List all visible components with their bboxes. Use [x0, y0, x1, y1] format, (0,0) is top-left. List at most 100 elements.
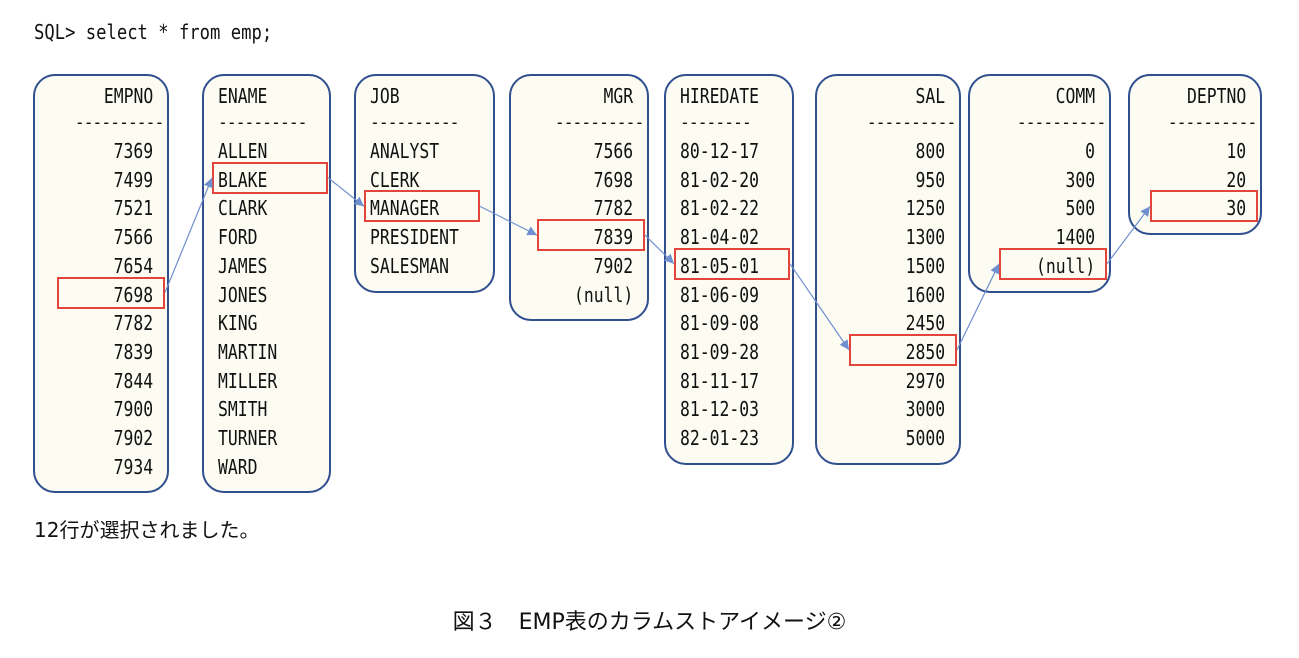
- column-value: 81-12-03: [680, 397, 759, 422]
- column-value: 81-04-02: [680, 225, 759, 250]
- column-value: 7499: [113, 167, 153, 192]
- column-value: ALLEN: [218, 139, 268, 163]
- column-value: 7782: [113, 311, 153, 336]
- column-value: CLERK: [370, 167, 420, 192]
- column-value: TURNER: [218, 426, 278, 450]
- highlight-box-mgr: [537, 219, 645, 252]
- column-value: 7934: [113, 454, 153, 479]
- column-header: JOB: [370, 84, 400, 108]
- column-value: 7902: [113, 426, 153, 450]
- column-header: DEPTNO: [1186, 84, 1246, 108]
- column-value: 7844: [113, 368, 153, 393]
- column-header: COMM: [1055, 84, 1095, 108]
- header-separator: ----------: [554, 112, 643, 133]
- figure-caption: 図３ EMP表のカラムストアイメージ②: [452, 610, 847, 635]
- column-value: FORD: [218, 225, 258, 250]
- column-value: BLAKE: [218, 167, 268, 192]
- column-value: SMITH: [218, 397, 268, 422]
- header-separator: ----------: [370, 112, 459, 133]
- column-box-hiredate: HIREDATE -------- 80-12-17 81-02-20 81-02-22…: [664, 74, 794, 465]
- highlight-box-empno: [57, 276, 165, 309]
- column-value: 2450: [905, 311, 945, 336]
- column-value: 7900: [113, 397, 153, 422]
- column-box-mgr: MGR ---------- 7566 7698 7782 7839 7902 (null): [509, 74, 649, 322]
- column-header: ENAME: [218, 84, 268, 108]
- column-header: EMPNO: [103, 84, 153, 108]
- link-arrow: [644, 234, 675, 265]
- column-value: 7698: [113, 282, 153, 307]
- column-value: 81-09-28: [680, 339, 759, 364]
- column-value: MANAGER: [370, 196, 440, 221]
- column-box-ename: ENAME ---------- ALLEN BLAKE CLARK FORD JAMES J…: [202, 74, 331, 494]
- rows-selected-message: 12行が選択されました。: [34, 518, 260, 542]
- column-value: 5000: [905, 426, 945, 450]
- column-box-job: JOB ---------- ANALYST CLERK MANAGER PRESIDEN…: [354, 74, 495, 293]
- link-arrow: [789, 263, 850, 351]
- column-header: HIREDATE: [680, 84, 759, 108]
- column-value: SALESMAN: [370, 253, 449, 278]
- column-value: JONES: [218, 282, 268, 307]
- column-value: 1600: [905, 282, 945, 307]
- column-value: (null): [573, 282, 633, 307]
- column-value: 500: [1065, 196, 1095, 221]
- header-separator: ----------: [866, 112, 955, 133]
- column-value: 7698: [593, 167, 633, 192]
- column-value: 81-11-17: [680, 368, 759, 393]
- column-value: (null): [1035, 253, 1095, 278]
- column-value: 7902: [593, 253, 633, 278]
- column-value: JAMES: [218, 253, 268, 278]
- column-value: 3000: [905, 397, 945, 422]
- column-value: KING: [218, 311, 258, 336]
- column-value: 81-09-08: [680, 311, 759, 336]
- column-value: WARD: [218, 454, 258, 479]
- column-value: 7782: [593, 196, 633, 221]
- header-separator: ----------: [74, 112, 163, 133]
- column-value: 7839: [113, 339, 153, 364]
- column-value: 0: [1085, 139, 1095, 163]
- column-value: 80-12-17: [680, 139, 759, 163]
- link-arrow: [479, 205, 538, 236]
- highlight-box-job: [364, 190, 480, 223]
- column-value: MILLER: [218, 368, 278, 393]
- highlight-box-sal: [849, 333, 957, 366]
- column-value: CLARK: [218, 196, 268, 221]
- column-value: 2850: [905, 339, 945, 364]
- column-value: 7566: [593, 139, 633, 163]
- column-value: 1300: [905, 225, 945, 250]
- link-arrow: [327, 177, 365, 207]
- column-value: MARTIN: [218, 339, 278, 364]
- highlight-box-deptno: [1150, 190, 1258, 223]
- column-value: 1400: [1055, 225, 1095, 250]
- header-separator: --------: [680, 112, 752, 133]
- column-value: 7369: [113, 139, 153, 163]
- column-value: 82-01-23: [680, 426, 759, 450]
- column-value: 2970: [905, 368, 945, 393]
- column-value: ANALYST: [370, 139, 440, 163]
- link-arrow: [164, 177, 213, 293]
- column-value: 7654: [113, 253, 153, 278]
- sql-prompt: SQL> select * from emp;: [34, 20, 273, 44]
- column-value: 81-02-22: [680, 196, 759, 221]
- column-value: PRESIDENT: [370, 225, 459, 250]
- column-value: 1500: [905, 253, 945, 278]
- header-separator: ----------: [218, 112, 307, 133]
- highlight-box-hiredate: [674, 247, 790, 280]
- column-value: 81-02-20: [680, 167, 759, 192]
- column-box-empno: EMPNO ---------- 7369 7499 7521 7566 7654 7698 7…: [33, 74, 169, 494]
- column-value: 10: [1226, 139, 1246, 163]
- column-value: 800: [915, 139, 945, 163]
- column-header: MGR: [603, 84, 633, 108]
- column-value: 950: [915, 167, 945, 192]
- column-value: 81-05-01: [680, 253, 759, 278]
- header-separator: ----------: [1167, 112, 1256, 133]
- highlight-box-ename: [212, 161, 328, 194]
- column-value: 7521: [113, 196, 153, 221]
- column-value: 7839: [593, 225, 633, 250]
- link-arrow: [1106, 206, 1151, 265]
- column-value: 7566: [113, 225, 153, 250]
- column-value: 1250: [905, 196, 945, 221]
- column-value: 20: [1226, 167, 1246, 192]
